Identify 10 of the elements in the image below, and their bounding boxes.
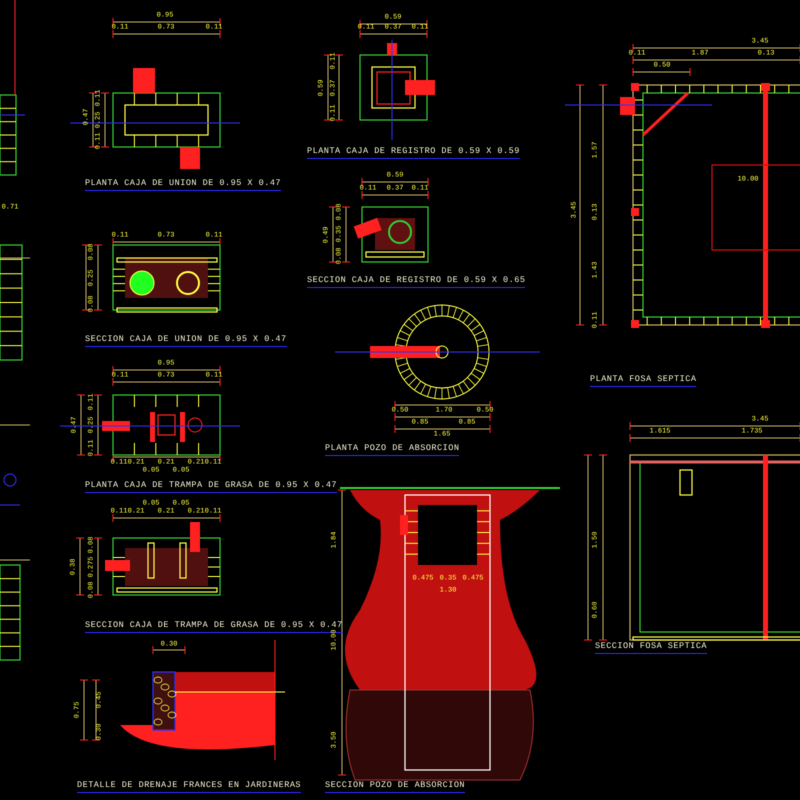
drawing-title: SECCION POZO DE ABSORCION [325,781,466,792]
drawing-title: SECCION FOSA SEPTICA [595,642,708,654]
drawing-title: DETALLE DE DRENAJE FRANCES EN JARDINERAS [77,781,302,792]
drawing-title: SECCION CAJA DE REGISTRO DE 0.59 X 0.65 [307,276,526,288]
drawing-title: SECCION CAJA DE UNION DE 0.95 X 0.47 [85,335,287,346]
drawing-title: PLANTA CAJA DE TRAMPA DE GRASA DE 0.95 X 0.47 [85,481,338,492]
drawing-title: PLANTA FOSA SEPTICA [590,375,696,386]
drawing-title: PLANTA CAJA DE UNION DE 0.95 X 0.47 [85,179,282,190]
drawing-title: PLANTA POZO DE ABSORCION [325,444,460,456]
drawing-title: PLANTA CAJA DE REGISTRO DE 0.59 X 0.59 [307,147,520,158]
